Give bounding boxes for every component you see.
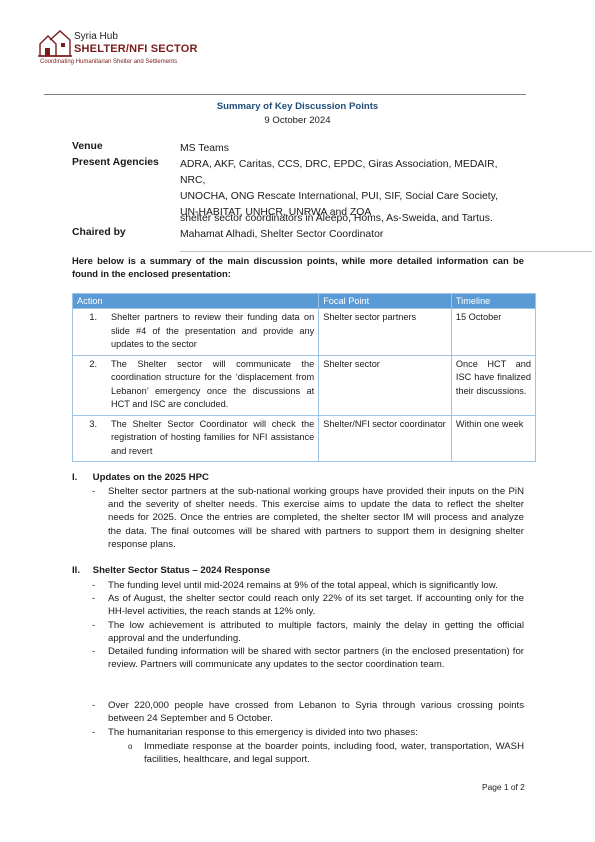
bullet-text: The funding level until mid-2024 remains…: [108, 580, 498, 591]
action-cell: 2. The Shelter sector will communicate th…: [71, 354, 320, 416]
intro-paragraph: Here below is a summary of the main disc…: [72, 255, 524, 279]
header-timeline: Timeline: [450, 293, 537, 309]
focal-point-cell: Shelter/NFI sector coordinator: [318, 414, 452, 462]
bullet-text: As of August, the shelter sector could r…: [108, 593, 524, 618]
bullet-dash: -: [92, 620, 96, 631]
logo-tagline: Coordinating Humanitarian Shelter and Se…: [40, 59, 178, 65]
list-item: - As of August, the shelter sector could…: [92, 592, 524, 618]
table-header-row: Action Focal Point Timeline: [71, 293, 537, 309]
logo-hub-text: Syria Hub: [74, 31, 118, 42]
agencies-line: ADRA, AKF, Caritas, CCS, DRC, EPDC, Gira…: [180, 159, 498, 186]
section-title: Shelter Sector Status – 2024 Response: [92, 565, 271, 576]
venue-label: Venue: [72, 141, 103, 152]
focal-point-cell: Shelter sector: [318, 354, 452, 416]
action-text: Shelter partners to review their funding…: [111, 312, 315, 349]
agencies-line: UNOCHA, ONG Rescate International, PUI, …: [180, 191, 498, 202]
coordinators-line: shelter sector coordinators in Aleepo, H…: [180, 213, 493, 224]
list-item: - The funding level until mid-2024 remai…: [92, 579, 524, 592]
agencies-label: Present Agencies: [72, 157, 159, 168]
sub-bullet-text: Immediate response at the boarder points…: [144, 741, 524, 766]
logo-sector-text: SHELTER/NFI SECTOR: [74, 43, 198, 55]
action-text: The Shelter sector will communicate the …: [111, 358, 315, 410]
action-cell: 3. The Shelter Sector Coordinator will ch…: [71, 414, 320, 462]
timeline-cell: Within one week: [450, 414, 537, 462]
sector-logo: Syria Hub SHELTER/NFI SECTOR Coordinatin…: [38, 28, 198, 72]
bullet-dash: -: [92, 727, 96, 738]
bullet-dash: -: [92, 700, 96, 711]
bullet-dash: -: [92, 646, 96, 657]
timeline-cell: Once HCT and ISC have finalized their di…: [450, 354, 537, 416]
bullet-text: The low achievement is attributed to mul…: [108, 620, 524, 645]
bullet-text: Detailed funding information will be sha…: [108, 646, 524, 671]
row-number: 3.: [89, 418, 97, 429]
list-item: - The humanitarian response to this emer…: [92, 726, 524, 739]
action-text: The Shelter Sector Coordinator will chec…: [111, 418, 315, 456]
sub-bullet-marker: o: [128, 742, 133, 751]
houses-icon: [38, 30, 72, 57]
bullet-text: Shelter sector partners at the sub-natio…: [108, 486, 524, 550]
page-number: Page 1 of 2: [482, 782, 525, 792]
section-number: I.: [72, 472, 78, 483]
meeting-date: 9 October 2024: [264, 115, 331, 126]
section-heading: I. Updates on the 2025 HPC: [72, 472, 209, 483]
list-item: - Over 220,000 people have crossed from …: [92, 699, 524, 725]
header-action: Action: [71, 293, 320, 309]
row-number: 2.: [89, 358, 97, 369]
section-title: Updates on the 2025 HPC: [92, 472, 209, 483]
action-cell: 1. Shelter partners to review their fundi…: [71, 308, 320, 356]
header-focal-point: Focal Point: [318, 293, 452, 309]
sub-list-item: o Immediate response at the boarder poin…: [128, 740, 524, 766]
section-heading: II. Shelter Sector Status – 2024 Respons…: [72, 565, 270, 576]
timeline-cell: 15 October: [450, 308, 537, 356]
bullet-dash: -: [92, 580, 96, 591]
bullet-dash: -: [92, 593, 96, 604]
bullet-dash: -: [92, 486, 96, 497]
meta-divider: [180, 251, 592, 252]
agencies-line: UN-HABITAT, UNHCR, UNRWA and ZOA: [180, 207, 372, 218]
row-number: 1.: [89, 312, 97, 322]
chaired-value: Mahamat Alhadi, Shelter Sector Coordinat…: [180, 229, 384, 240]
list-item: - Shelter sector partners at the sub-nat…: [92, 485, 524, 551]
action-table: Action Focal Point Timeline 1. Shelter pa…: [71, 293, 537, 462]
bullet-text: Over 220,000 people have crossed from Le…: [108, 700, 524, 725]
chaired-label: Chaired by: [72, 227, 126, 238]
table-row: 3. The Shelter Sector Coordinator will ch…: [71, 414, 537, 462]
header-divider: [44, 94, 526, 95]
focal-point-cell: Shelter sector partners: [318, 308, 452, 356]
list-item: - The low achievement is attributed to m…: [92, 619, 524, 645]
list-item: - Detailed funding information will be s…: [92, 645, 524, 671]
table-row: 2. The Shelter sector will communicate th…: [71, 354, 537, 416]
document-title: Summary of Key Discussion Points: [216, 101, 379, 112]
bullet-text: The humanitarian response to this emerge…: [108, 727, 418, 738]
table-row: 1. Shelter partners to review their fundi…: [71, 308, 537, 356]
agencies-value: ADRA, AKF, Caritas, CCS, DRC, EPDC, Gira…: [180, 157, 525, 221]
section-number: II.: [72, 565, 80, 576]
venue-value: MS Teams: [180, 143, 229, 154]
